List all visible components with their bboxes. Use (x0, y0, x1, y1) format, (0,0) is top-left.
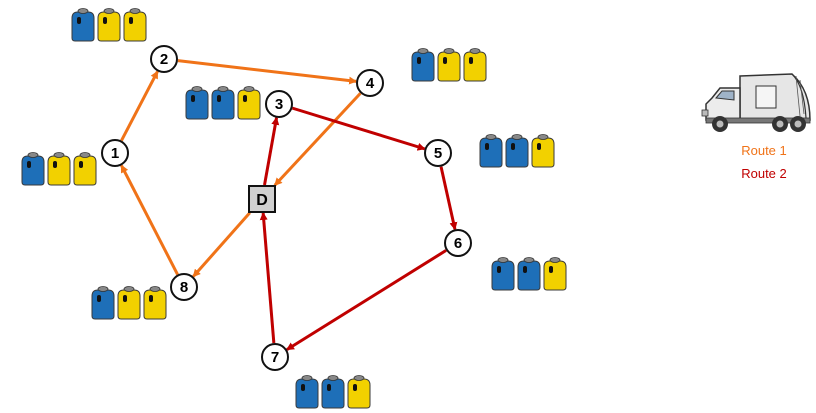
yellow-bin-icon (531, 134, 555, 168)
node-label: 3 (275, 96, 283, 113)
depot-label: D (256, 192, 268, 209)
blue-bin-icon (21, 152, 45, 186)
bins-group-node-1 (21, 152, 97, 186)
blue-bin-icon (517, 257, 541, 291)
legend-route2-label: Route 2 (741, 166, 787, 181)
bins-group-node-4 (411, 48, 487, 82)
node-6: 6 (444, 229, 472, 257)
blue-bin-icon (295, 375, 319, 409)
node-8: 8 (170, 273, 198, 301)
route2-edge-5-6 (439, 166, 458, 231)
yellow-bin-icon (97, 8, 121, 42)
yellow-bin-icon (123, 8, 147, 42)
bins-group-node-3 (185, 86, 261, 120)
route1-edge-2-4 (177, 59, 358, 85)
depot-node: D (248, 185, 276, 213)
blue-bin-icon (491, 257, 515, 291)
yellow-bin-icon (117, 286, 141, 320)
yellow-bin-icon (47, 152, 71, 186)
blue-bin-icon (479, 134, 503, 168)
route1-edge-1-2 (120, 70, 159, 142)
blue-bin-icon (91, 286, 115, 320)
route1-edge-8-1 (120, 164, 179, 276)
node-label: 5 (434, 145, 442, 162)
bins-group-node-5 (479, 134, 555, 168)
yellow-bin-icon (437, 48, 461, 82)
route1-edge-D-8 (192, 211, 251, 278)
bins-group-node-2 (71, 8, 147, 42)
blue-bin-icon (71, 8, 95, 42)
yellow-bin-icon (237, 86, 261, 120)
blue-bin-icon (321, 375, 345, 409)
route2-edge-7-D (259, 211, 276, 344)
node-label: 8 (180, 279, 188, 296)
node-7: 7 (261, 343, 289, 371)
yellow-bin-icon (143, 286, 167, 320)
blue-bin-icon (505, 134, 529, 168)
node-label: 1 (111, 145, 119, 162)
bins-group-node-8 (91, 286, 167, 320)
garbage-truck-icon (701, 73, 811, 132)
yellow-bin-icon (347, 375, 371, 409)
node-label: 7 (271, 349, 279, 366)
blue-bin-icon (411, 48, 435, 82)
yellow-bin-icon (463, 48, 487, 82)
node-label: 4 (366, 75, 375, 92)
node-label: 6 (454, 235, 462, 252)
node-3: 3 (265, 90, 293, 118)
route2-edge-D-3 (263, 116, 280, 186)
legend-route1-label: Route 1 (741, 143, 787, 158)
node-label: 2 (160, 51, 168, 68)
blue-bin-icon (211, 86, 235, 120)
node-5: 5 (424, 139, 452, 167)
bins-group-node-7 (295, 375, 371, 409)
yellow-bin-icon (543, 257, 567, 291)
route2-edge-3-5 (291, 106, 426, 151)
route2-edge-6-7 (286, 249, 447, 351)
node-4: 4 (356, 69, 384, 97)
route1-edge-4-D (273, 92, 362, 187)
blue-bin-icon (185, 86, 209, 120)
node-1: 1 (101, 139, 129, 167)
node-2: 2 (150, 45, 178, 73)
yellow-bin-icon (73, 152, 97, 186)
bins-group-node-6 (491, 257, 567, 291)
